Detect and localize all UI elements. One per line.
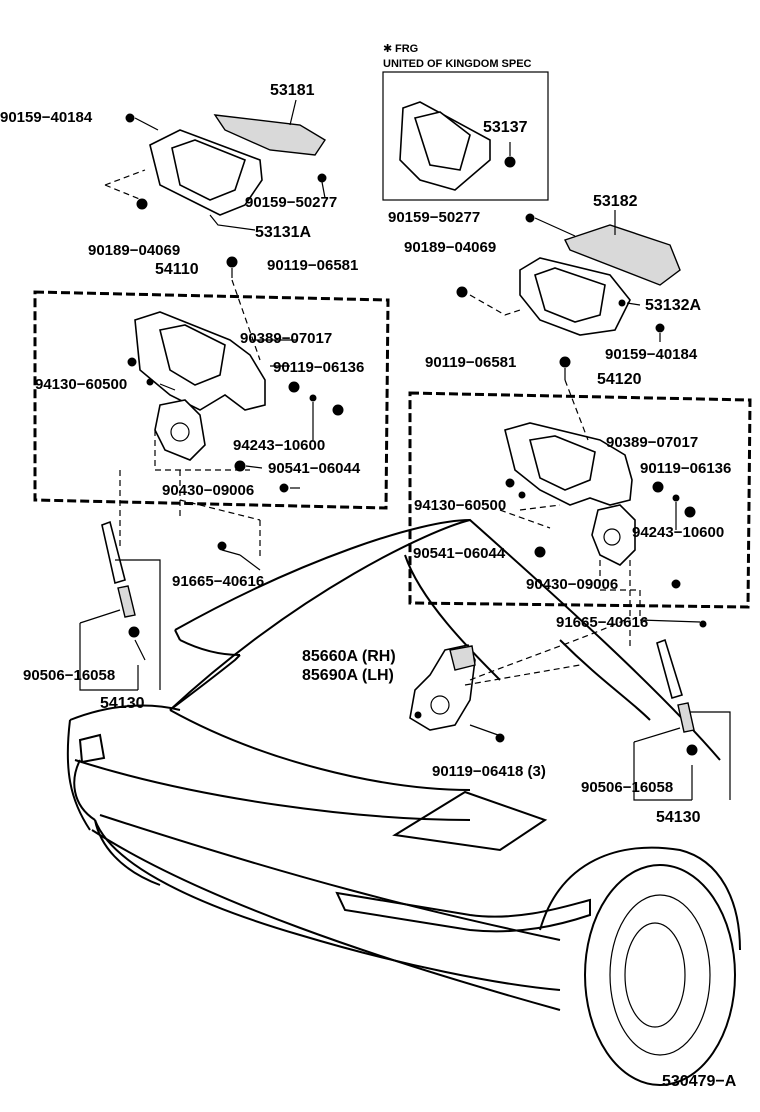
label-90506-16058-left: 90506−16058 xyxy=(23,667,115,684)
lift-strut-right xyxy=(633,638,731,801)
frg-star: ✱ xyxy=(383,43,392,55)
label-90430-09006-left: 90430−09006 xyxy=(162,482,254,499)
label-90159-50277-left: 90159−50277 xyxy=(245,194,337,211)
car-front-body xyxy=(66,518,741,1086)
label-53181: 53181 xyxy=(270,82,315,99)
headlamp-motor-unit xyxy=(409,619,626,743)
label-90119-06418: 90119−06418 (3) xyxy=(432,763,546,780)
label-90119-06581-left: 90119−06581 xyxy=(267,257,358,274)
label-90189-04069-right: 90189−04069 xyxy=(404,239,496,256)
label-94243-10600-left: 94243−10600 xyxy=(233,437,325,454)
label-85690A: 85690A (LH) xyxy=(302,667,394,684)
label-90541-06044-left: 90541−06044 xyxy=(268,460,361,477)
label-90389-07017-left: 90389−07017 xyxy=(240,330,332,347)
retractor-assembly-left xyxy=(33,256,390,571)
frg-note-line1: FRG xyxy=(395,43,418,55)
label-53137: 53137 xyxy=(483,119,528,136)
label-94243-10600-right: 94243−10600 xyxy=(632,524,724,541)
label-53132A: 53132A xyxy=(645,297,701,314)
headlamp-cover-left xyxy=(104,99,327,231)
label-91665-40616-left: 91665−40616 xyxy=(172,573,264,590)
label-90189-04069-left: 90189−04069 xyxy=(88,242,180,259)
label-54130-left: 54130 xyxy=(100,695,145,712)
label-54110: 54110 xyxy=(155,261,199,278)
label-53182: 53182 xyxy=(593,193,638,210)
label-90119-06581-right: 90119−06581 xyxy=(425,354,516,371)
label-54120: 54120 xyxy=(597,371,642,388)
label-90159-40184-right: 90159−40184 xyxy=(605,346,698,363)
headlamp-cover-right xyxy=(456,210,681,342)
label-90159-50277-right: 90159−50277 xyxy=(388,209,480,226)
diagram-id: 530479−A xyxy=(662,1073,737,1090)
label-90389-07017-right: 90389−07017 xyxy=(606,434,698,451)
label-94130-60500-right: 94130−60500 xyxy=(414,497,506,514)
label-53131A: 53131A xyxy=(255,224,311,241)
label-90119-06136-right: 90119−06136 xyxy=(640,460,731,477)
label-85660A: 85660A (RH) xyxy=(302,648,396,665)
label-90506-16058-right: 90506−16058 xyxy=(581,779,673,796)
frg-note-line2: UNITED OF KINGDOM SPEC xyxy=(383,58,532,70)
label-90541-06044-right: 90541−06044 xyxy=(413,545,506,562)
label-90159-40184-left: 90159−40184 xyxy=(0,109,93,126)
label-54130-right: 54130 xyxy=(656,809,701,826)
label-90119-06136-left: 90119−06136 xyxy=(273,359,364,376)
lift-strut-left xyxy=(79,520,161,691)
uk-spec-inset xyxy=(382,71,549,201)
retractor-assembly-right xyxy=(408,356,752,650)
label-91665-40616-right: 91665−40616 xyxy=(556,614,648,631)
label-94130-60500-left: 94130−60500 xyxy=(35,376,127,393)
label-90430-09006-right: 90430−09006 xyxy=(526,576,618,593)
